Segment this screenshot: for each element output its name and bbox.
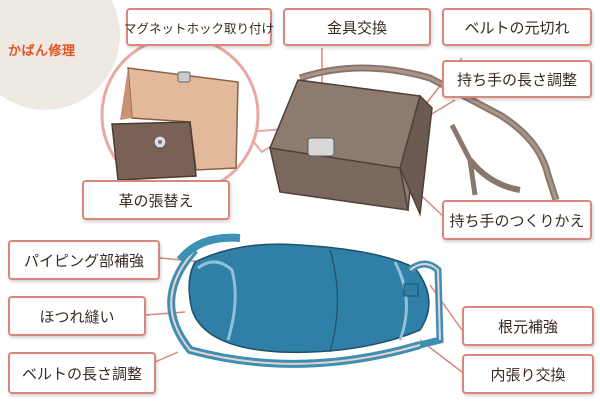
label-lining-replace: 内張り交換 — [462, 354, 594, 394]
page-title: かばん修理 — [8, 44, 76, 59]
label-root-reinforce: 根元補強 — [462, 306, 594, 346]
label-magnet-hook: マグネットホック取り付け — [124, 8, 274, 46]
label-metal-parts: 金具交換 — [283, 8, 431, 46]
label-leather-replace: 革の張替え — [82, 180, 230, 220]
blue-boston-bag — [167, 233, 444, 368]
label-seam-repair: ほつれ縫い — [8, 296, 146, 336]
label-belt-root-break: ベルトの元切れ — [442, 8, 592, 46]
label-handle-length: 持ち手の長さ調整 — [442, 60, 592, 98]
detail-zoom-circle — [100, 35, 301, 195]
label-piping: パイピング部補強 — [8, 240, 160, 280]
brown-shoulder-bag — [269, 64, 560, 217]
label-belt-length: ベルトの長さ調整 — [8, 352, 156, 394]
label-handle-remake: 持ち手のつくりかえ — [442, 200, 592, 240]
